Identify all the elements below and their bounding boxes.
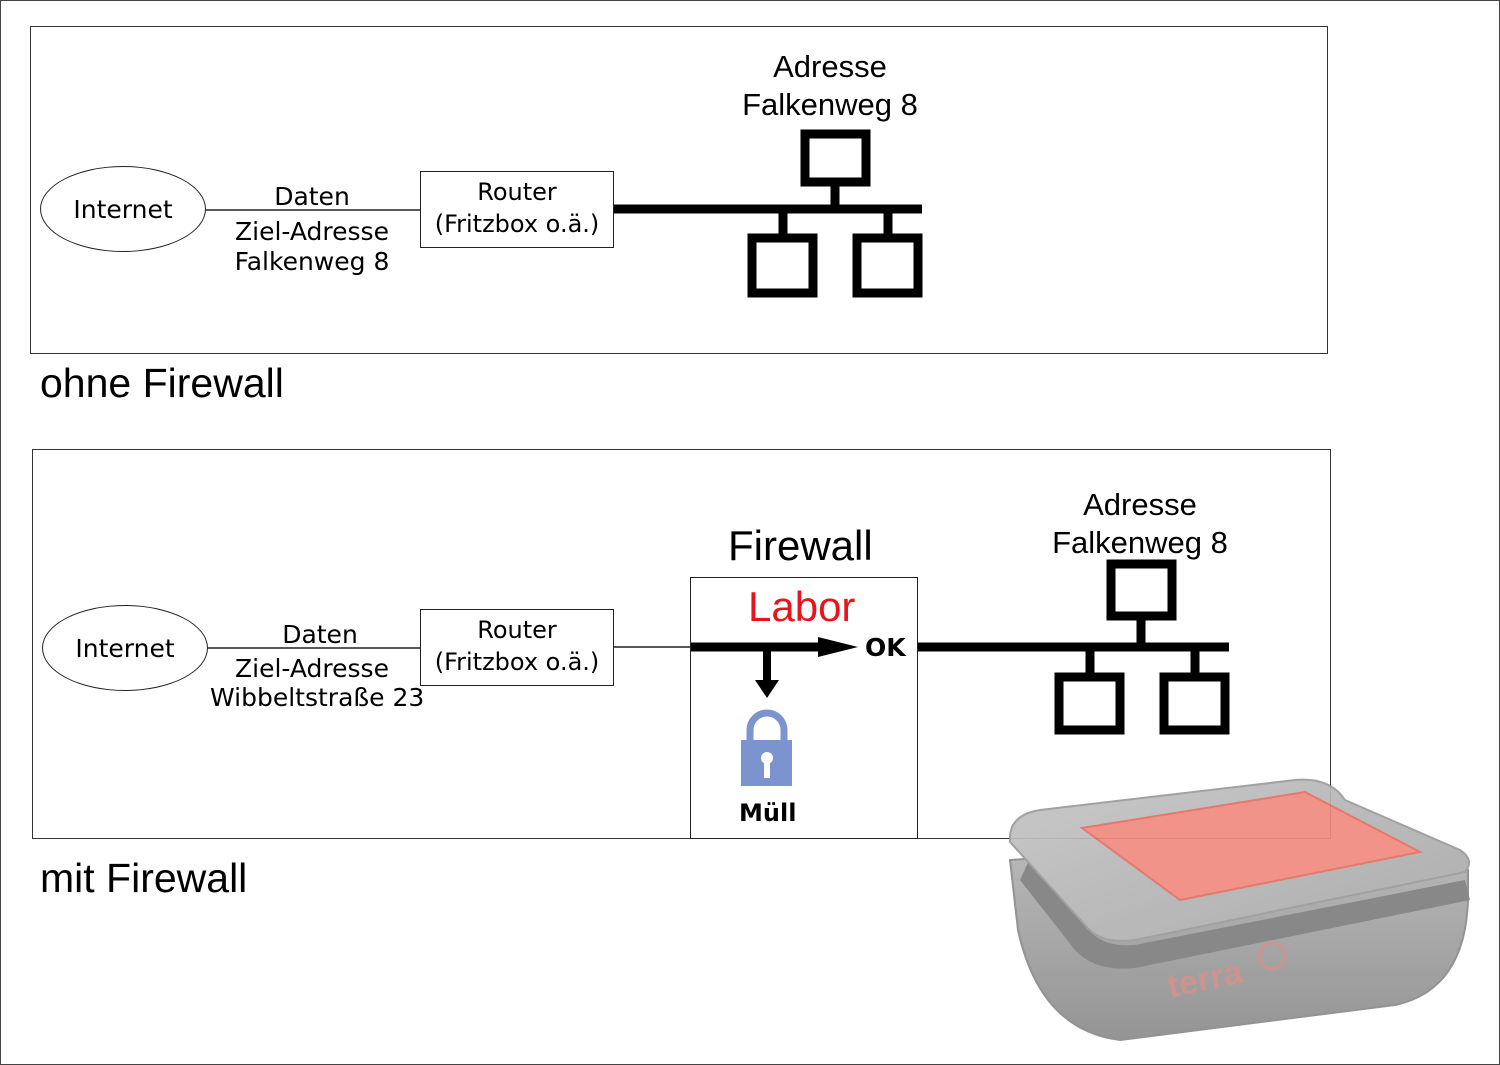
router-sublabel: (Fritzbox o.ä.) <box>434 648 600 676</box>
internet-label: Internet <box>73 194 173 224</box>
router-sublabel: (Fritzbox o.ä.) <box>434 210 600 238</box>
data-label: Daten <box>282 620 358 649</box>
caption-without-firewall: ohne Firewall <box>40 360 284 406</box>
firewall-box <box>690 577 918 839</box>
address-line2: Falkenweg 8 <box>1052 525 1228 560</box>
ok-label: OK <box>865 633 906 662</box>
arrow-down-icon <box>755 647 779 698</box>
arrow-right-icon <box>691 637 858 657</box>
target-address-line1: Ziel-Adresse <box>235 654 389 683</box>
router-label: Router <box>477 178 557 206</box>
internet-cloud: Internet <box>42 605 208 691</box>
panel-without-firewall <box>30 26 1328 354</box>
target-address-line1: Ziel-Adresse <box>235 217 389 246</box>
trash-label: Müll <box>739 799 797 827</box>
router-box: Router (Fritzbox o.ä.) <box>420 171 614 248</box>
router-label: Router <box>477 616 557 644</box>
caption-with-firewall: mit Firewall <box>40 855 248 901</box>
lock-icon <box>741 709 792 786</box>
internet-cloud: Internet <box>40 166 206 252</box>
target-address-line2: Wibbeltstraße 23 <box>210 683 425 712</box>
firewall-title: Firewall <box>728 522 873 569</box>
address-line1: Adresse <box>773 49 887 84</box>
internet-label: Internet <box>75 633 175 663</box>
router-box: Router (Fritzbox o.ä.) <box>420 609 614 686</box>
data-label: Daten <box>274 182 350 211</box>
address-line2: Falkenweg 8 <box>742 87 918 122</box>
target-address-line2: Falkenweg 8 <box>234 247 390 276</box>
destination-address: Adresse Falkenweg 8 <box>720 48 940 124</box>
destination-address: Adresse Falkenweg 8 <box>1030 486 1250 562</box>
lab-label: Labor <box>748 583 856 630</box>
address-line1: Adresse <box>1083 487 1197 522</box>
